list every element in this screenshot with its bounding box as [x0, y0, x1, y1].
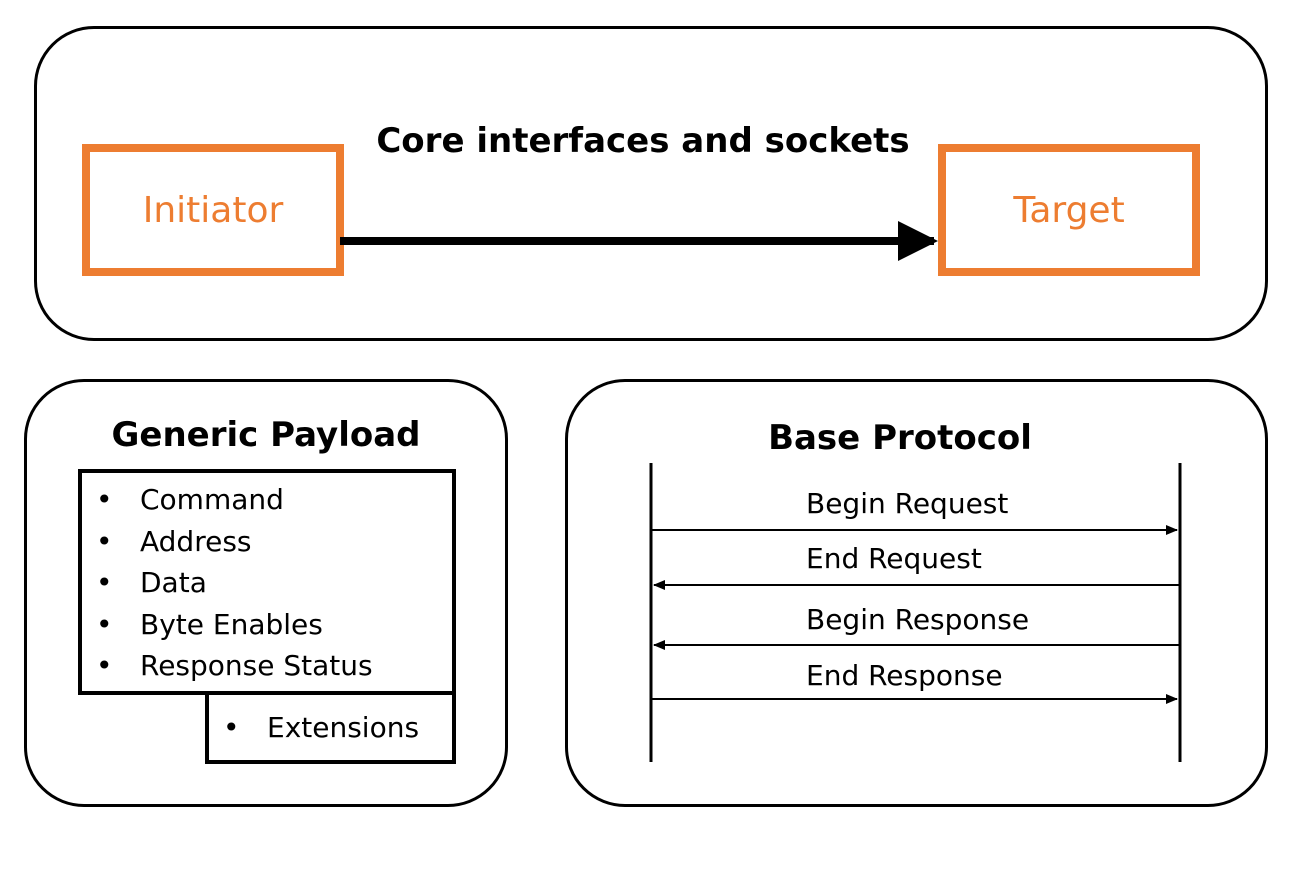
initiator-label: Initiator: [142, 189, 284, 231]
payload-field-item: • Data: [82, 562, 373, 604]
generic-payload-title: Generic Payload: [111, 415, 421, 455]
bullet-icon: •: [96, 524, 113, 558]
payload-extensions-list: • Extensions: [209, 707, 419, 749]
bullet-icon: •: [96, 566, 113, 599]
payload-field-item: • Command: [82, 479, 373, 521]
core-interfaces-title: Core interfaces and sockets: [376, 121, 910, 161]
target-label: Target: [1013, 189, 1125, 231]
base-protocol-title: Base Protocol: [768, 418, 1032, 458]
message-label-end-request: End Request: [806, 542, 982, 575]
payload-field-label: Data: [140, 566, 207, 599]
bullet-icon: •: [223, 711, 240, 744]
message-label-begin-request: Begin Request: [806, 487, 1009, 520]
bullet-icon: •: [96, 607, 113, 641]
payload-extensions-label: Extensions: [267, 711, 420, 744]
target-box: Target: [938, 144, 1200, 276]
base-protocol-panel: [565, 379, 1268, 807]
message-label-begin-response: Begin Response: [806, 603, 1030, 636]
payload-field-label: Response Status: [140, 649, 373, 682]
payload-field-label: Byte Enables: [140, 607, 323, 641]
payload-fields-box: [78, 469, 456, 695]
message-label-end-response: End Response: [806, 659, 1003, 692]
bullet-icon: •: [96, 649, 113, 682]
payload-field-list: • Command • Address • Data • Byte Enables • R…: [82, 479, 373, 687]
payload-field-item: • Response Status: [82, 645, 373, 687]
payload-field-item: • Address: [82, 521, 373, 563]
bullet-icon: •: [96, 483, 113, 516]
payload-field-label: Address: [140, 524, 252, 558]
payload-extensions-box: [205, 691, 456, 764]
payload-extensions-item: • Extensions: [209, 707, 419, 749]
initiator-box: Initiator: [82, 144, 344, 276]
payload-field-item: • Byte Enables: [82, 604, 373, 646]
payload-field-label: Command: [140, 483, 284, 516]
